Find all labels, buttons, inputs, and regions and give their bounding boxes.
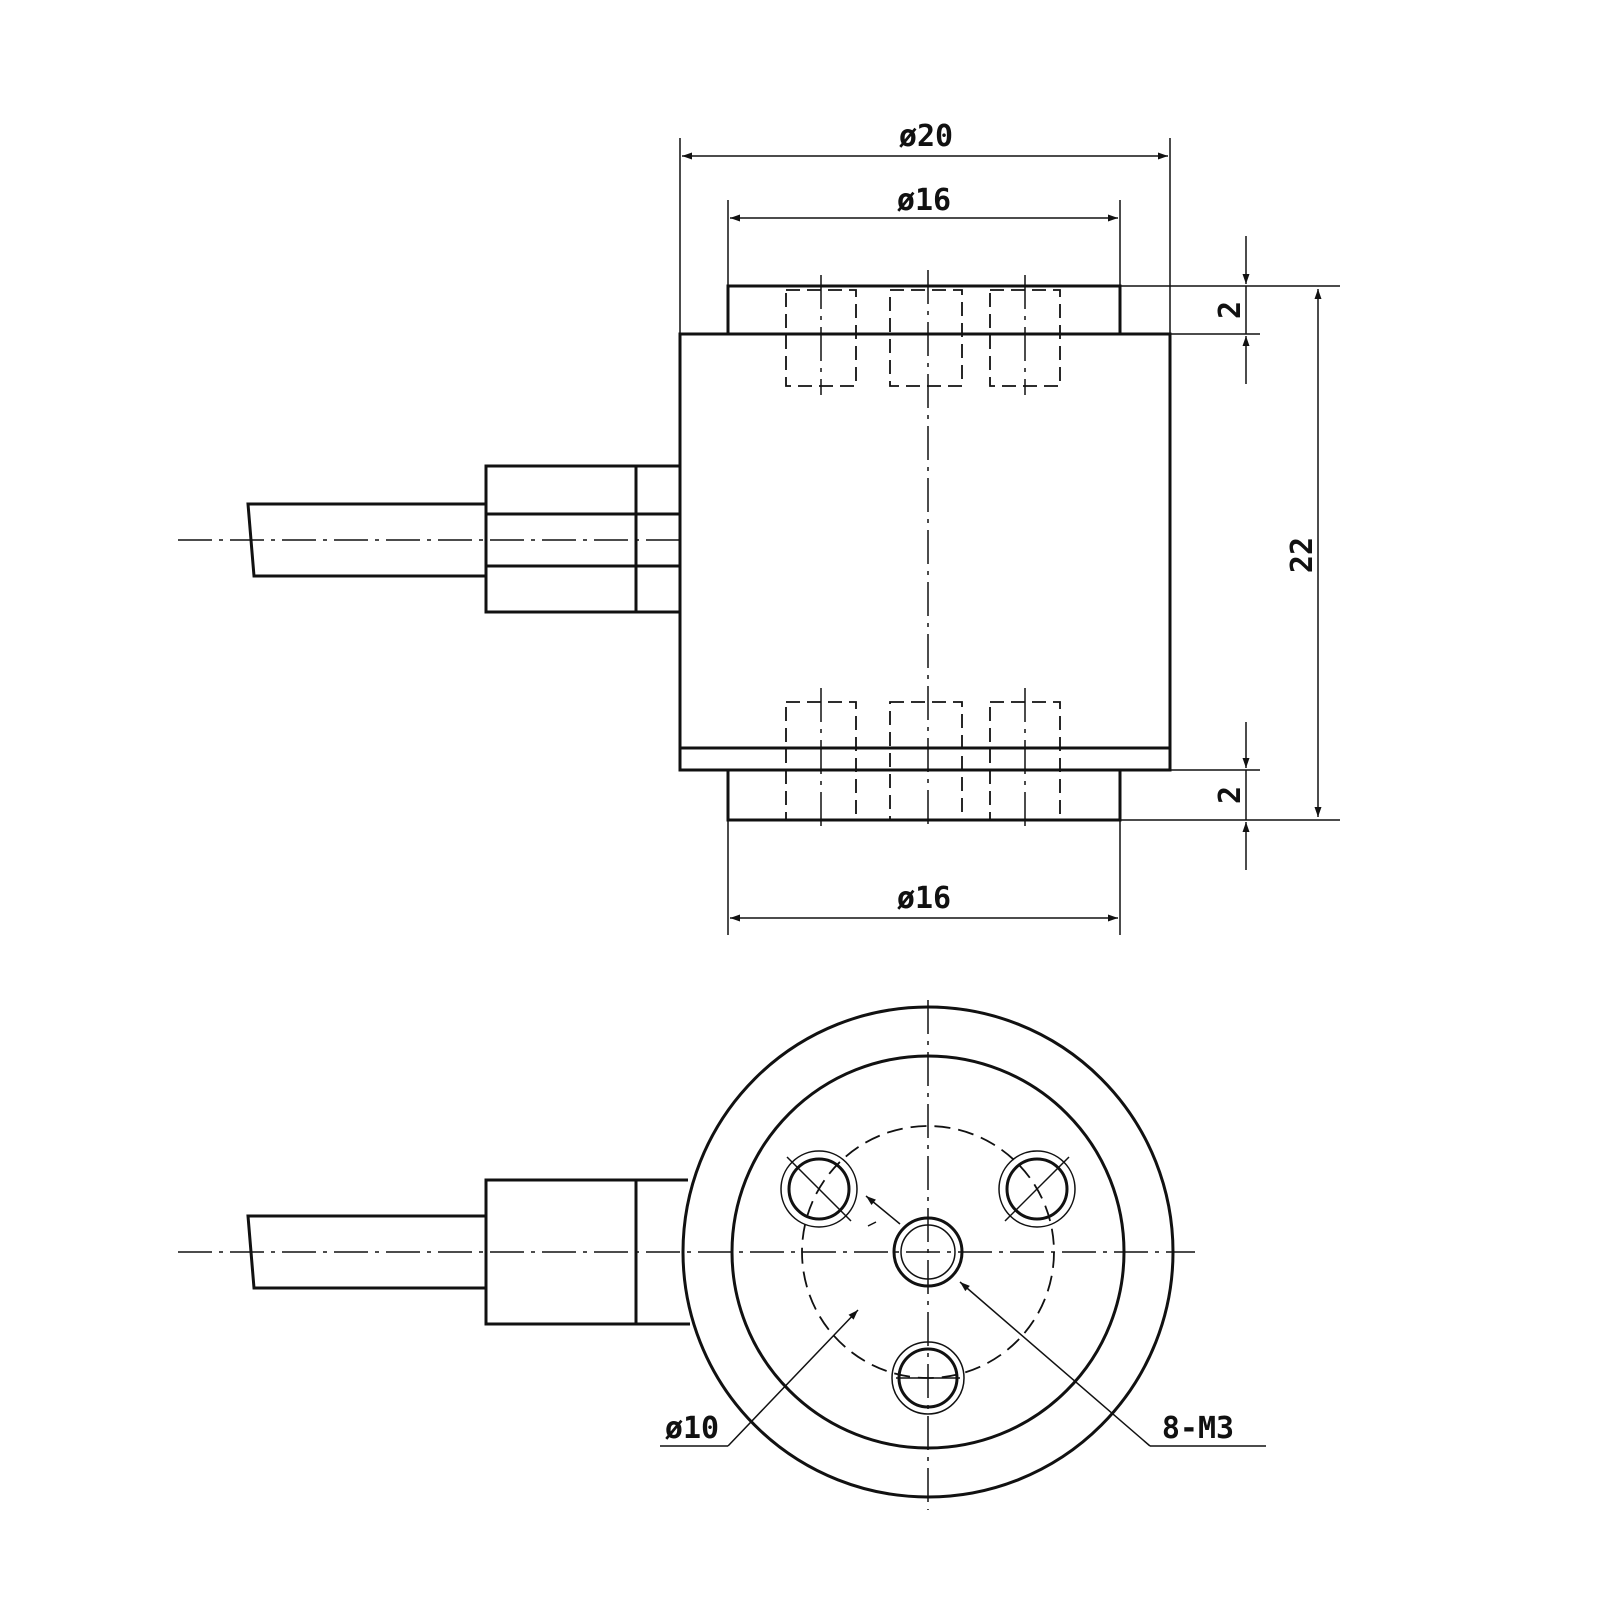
bottom-view: ø10 8-M3: [178, 1000, 1266, 1510]
dim-label-top-boss-height: 2: [1213, 301, 1248, 319]
leader-bolt-circle: ø10: [660, 1195, 901, 1447]
dim-bottom-boss-height: 2: [1120, 722, 1340, 870]
bolt-hole-upper-left: [780, 1150, 858, 1228]
dim-label-upper-boss: ø16: [897, 183, 951, 218]
hidden-holes-bottom: [785, 688, 1061, 830]
dim-outer-diameter: ø20: [679, 119, 1171, 334]
top-boss: [726, 284, 1122, 336]
dim-label-total-height: 22: [1285, 537, 1320, 573]
bottom-flange: [678, 746, 1172, 772]
bottom-cable: [246, 1214, 486, 1290]
dim-top-boss-height: 2: [1120, 236, 1340, 384]
hidden-holes-top: [785, 275, 1061, 395]
dim-label-outer-diameter: ø20: [899, 119, 953, 154]
leader-thread-spec: 8-M3: [959, 1281, 1266, 1447]
bottom-boss: [726, 768, 1122, 822]
dim-label-bottom-boss-height: 2: [1213, 786, 1248, 804]
bottom-cable-connector: [484, 1178, 690, 1326]
dim-total-height: 22: [1285, 289, 1322, 817]
bolt-hole-upper-right: [998, 1150, 1076, 1228]
front-view: ø20 ø16 ø16 2: [178, 119, 1340, 935]
dim-lower-boss-diameter: ø16: [727, 820, 1121, 935]
dim-label-thread-spec: 8-M3: [1162, 1411, 1234, 1446]
center-thread-hole: [892, 1216, 964, 1288]
dim-label-bolt-circle: ø10: [665, 1411, 719, 1446]
sensor-body: [678, 332, 1172, 772]
dim-upper-boss-diameter: ø16: [727, 183, 1121, 286]
dim-label-lower-boss: ø16: [897, 881, 951, 916]
bolt-hole-bottom: [891, 1341, 965, 1415]
cable-connector: [484, 464, 682, 614]
